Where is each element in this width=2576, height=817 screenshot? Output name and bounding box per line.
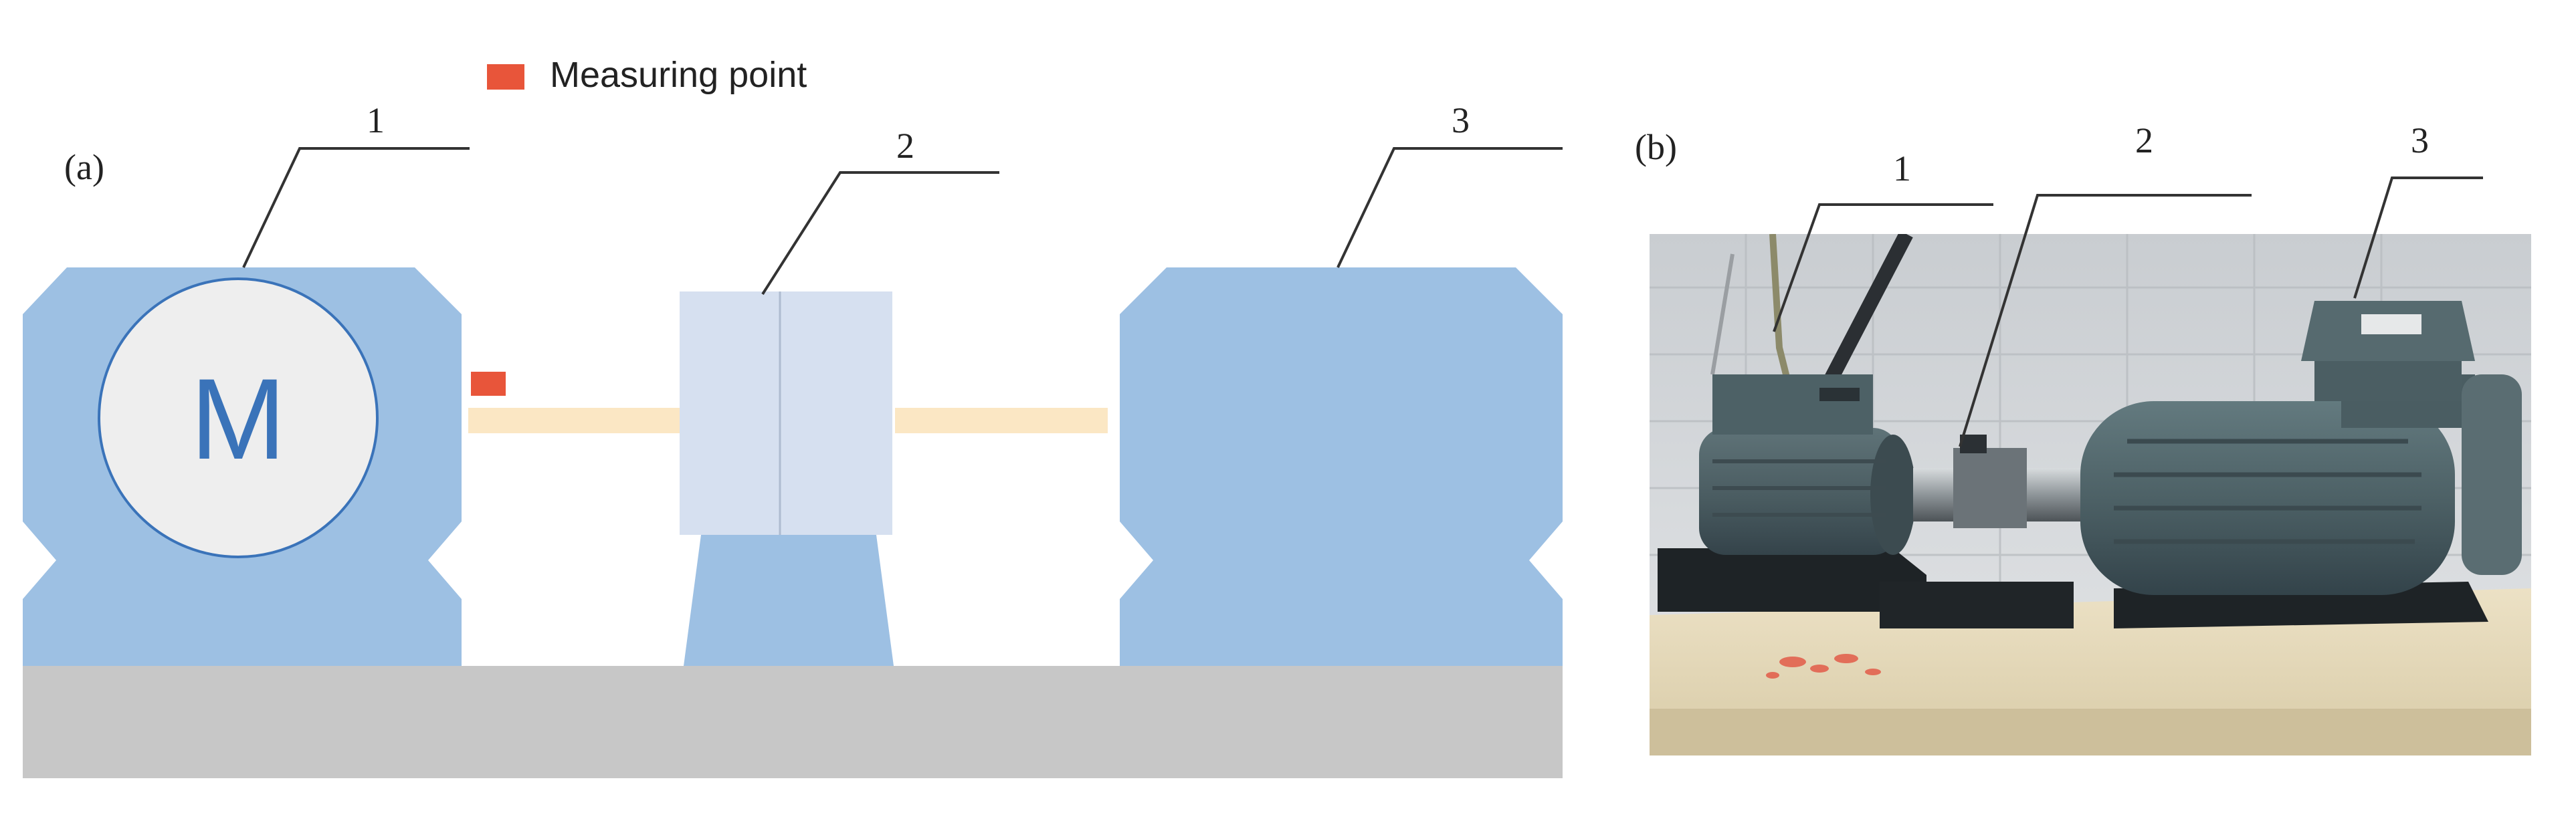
callout-2: 2 [896,126,914,166]
leader-line-2 [761,171,999,296]
leader-line-1 [242,147,470,268]
load-housing [1120,267,1563,666]
coupling-block [680,291,892,535]
coupling-pedestal [684,535,894,666]
shaft-left [468,408,684,433]
photo-callout-2: 2 [2135,120,2153,160]
panel-a-label: (a) [64,147,104,187]
panel-b-label: (b) [1635,127,1677,167]
motor-letter: M [190,355,286,483]
photo-leader-line-3 [2353,177,2483,299]
measuring-point-marker [471,372,506,396]
photo-leader-line-2 [1959,194,2252,447]
photo-callout-3: 3 [2411,120,2429,160]
photo-leader-line-1 [1773,203,1993,332]
panel-a-schematic: (a) M 1 2 3 [23,100,1563,778]
panel-b-photo: (b) [1635,120,2531,755]
callout-1: 1 [367,100,385,140]
callout-3: 3 [1452,100,1470,140]
legend: Measuring point [487,55,807,95]
leader-line-3 [1336,147,1563,268]
test-rig-photo [1650,234,2531,755]
legend-label: Measuring point [550,55,807,95]
shaft-right [895,408,1108,433]
photo-callout-1: 1 [1893,148,1911,189]
base-plate [23,666,1563,778]
motor-face [98,277,379,558]
measuring-point-legend-swatch [487,64,524,90]
